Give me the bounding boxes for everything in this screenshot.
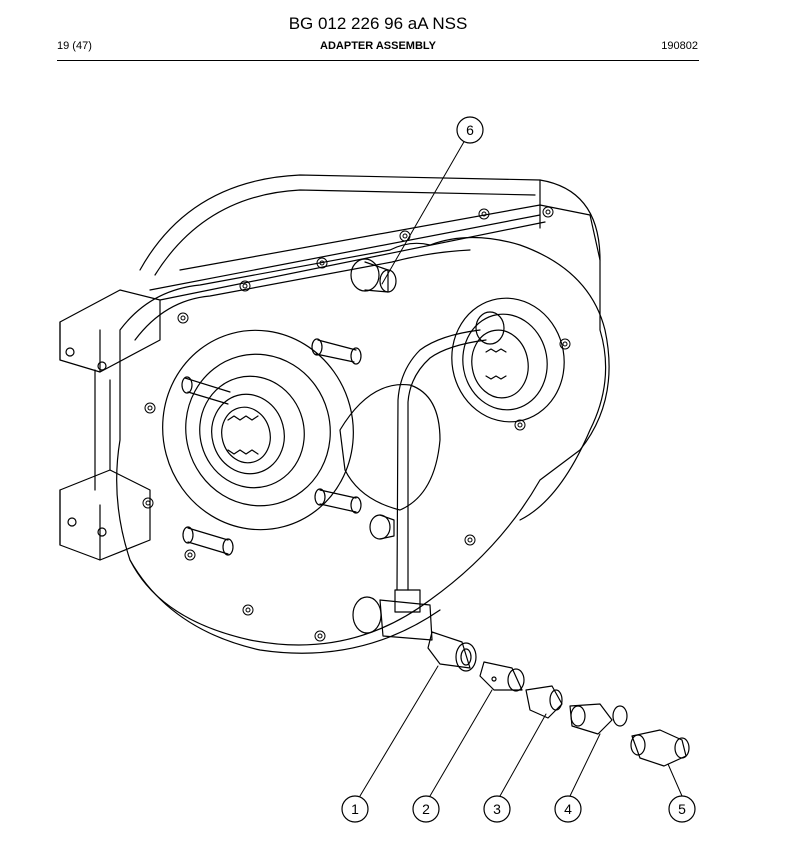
callout-2: 2 <box>412 795 440 823</box>
lower-drain-fitting <box>369 514 395 540</box>
date-code: 190802 <box>661 40 698 52</box>
header-rule <box>57 60 699 61</box>
left-mounting-bracket-upper <box>59 289 161 373</box>
left-mounting-bracket-lower <box>59 469 151 561</box>
callout-1: 1 <box>341 795 369 823</box>
callout-4-label: 4 <box>564 801 572 817</box>
bracket-web <box>94 369 111 491</box>
callout-4: 4 <box>554 795 582 823</box>
callout-3-label: 3 <box>493 801 501 817</box>
part-1-nut <box>427 631 477 672</box>
leader-lines <box>359 139 683 797</box>
front-housing-plate <box>116 236 610 654</box>
right-shaft-flange <box>451 297 565 423</box>
part-4-connector <box>569 703 628 735</box>
page-title: ADAPTER ASSEMBLY <box>320 40 436 52</box>
part-2-sleeve <box>479 661 525 692</box>
callout-6: 6 <box>456 116 484 144</box>
part-3-adapter <box>525 685 563 719</box>
document-number: BG 012 226 96 aA NSS <box>288 14 468 33</box>
housing-bolt-holes <box>142 206 571 642</box>
left-shaft-flange <box>162 329 354 531</box>
page-number: 19 (47) <box>57 40 92 52</box>
callout-5-label: 5 <box>678 801 686 817</box>
part-5-elbow <box>630 729 690 767</box>
callout-2-label: 2 <box>422 801 430 817</box>
callout-3: 3 <box>483 795 511 823</box>
callout-1-label: 1 <box>351 801 359 817</box>
housing-back-plate <box>139 174 607 521</box>
flange-studs <box>181 338 362 556</box>
center-boss <box>339 383 441 511</box>
breather-fitting <box>350 258 397 293</box>
callout-6-label: 6 <box>466 122 474 138</box>
callout-5: 5 <box>668 795 696 823</box>
lubrication-pipe <box>352 311 505 641</box>
